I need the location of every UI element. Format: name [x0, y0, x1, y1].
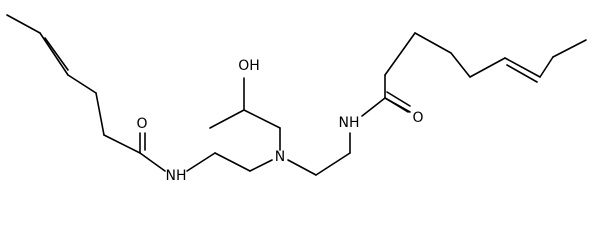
- right-amide-nitrogen-label: NH: [339, 115, 360, 131]
- bond: [384, 32, 416, 76]
- central-nitrogen-label: N: [275, 149, 285, 165]
- bond: [552, 39, 587, 58]
- double-bond-inner: [506, 64, 538, 83]
- bond: [249, 159, 273, 172]
- bond: [186, 152, 216, 172]
- bond: [450, 52, 471, 78]
- bond: [361, 97, 386, 117]
- bond: [243, 109, 281, 129]
- bond: [39, 32, 69, 76]
- right-amide-oxygen-label: O: [412, 110, 423, 126]
- chemical-structure-diagram: O NH N OH NH O: [6, 14, 587, 184]
- bond: [103, 134, 141, 154]
- bond: [287, 159, 317, 176]
- double-bond: [504, 57, 541, 78]
- carbonyl-double-bond: [384, 97, 409, 113]
- bond: [67, 74, 97, 94]
- bond: [209, 109, 245, 129]
- bond: [214, 152, 251, 172]
- bond: [95, 92, 105, 136]
- right-octenoyl-chain: [361, 32, 587, 117]
- hydroxyl-label: OH: [238, 58, 260, 74]
- bond: [6, 14, 41, 34]
- carbonyl-double-bond: [386, 91, 411, 107]
- double-bond-inner: [44, 37, 69, 71]
- left-amide-oxygen-label: O: [136, 116, 147, 132]
- atom-labels: O NH N OH NH O: [136, 58, 423, 184]
- left-amide-nitrogen-label: NH: [166, 168, 187, 184]
- bond: [469, 57, 506, 78]
- bond: [414, 32, 452, 54]
- left-octenoyl-chain: [6, 14, 166, 172]
- central-amine-linkers: [186, 77, 351, 176]
- bond: [139, 152, 166, 172]
- bond: [539, 56, 554, 78]
- bond: [315, 152, 351, 176]
